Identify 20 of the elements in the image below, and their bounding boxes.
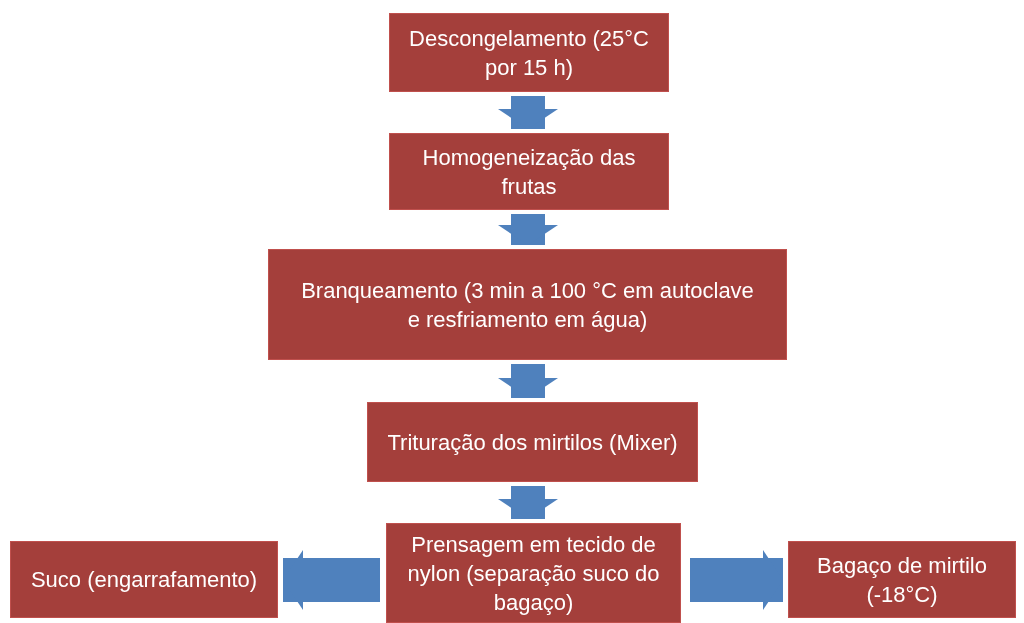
- step-text: Bagaço de mirtilo (-18°C): [816, 551, 988, 609]
- process-box: [389, 133, 669, 210]
- block-arrow: [283, 550, 380, 610]
- process-box: [386, 523, 681, 623]
- step-text: Trituração dos mirtilos (Mixer): [387, 428, 678, 457]
- step-text: Prensagem em tecido de nylon (separação suco do bagaço): [406, 530, 661, 617]
- block-arrow: [498, 486, 558, 519]
- block-arrow: [690, 550, 783, 610]
- block-arrow: [498, 364, 558, 398]
- process-box: [389, 13, 669, 92]
- step-text: Branqueamento (3 min a 100 °C em autoclave e resfriamento em água): [301, 276, 754, 334]
- step-text: Descongelamento (25°C por 15 h): [408, 24, 650, 82]
- process-box: [10, 541, 278, 618]
- step-text: Suco (engarrafamento): [30, 566, 258, 594]
- block-arrow: [498, 214, 558, 245]
- process-box: [788, 541, 1016, 618]
- block-arrow: [498, 96, 558, 129]
- step-text: Homogeneização das frutas: [421, 143, 637, 201]
- process-box: [268, 249, 787, 360]
- process-box: [367, 402, 698, 482]
